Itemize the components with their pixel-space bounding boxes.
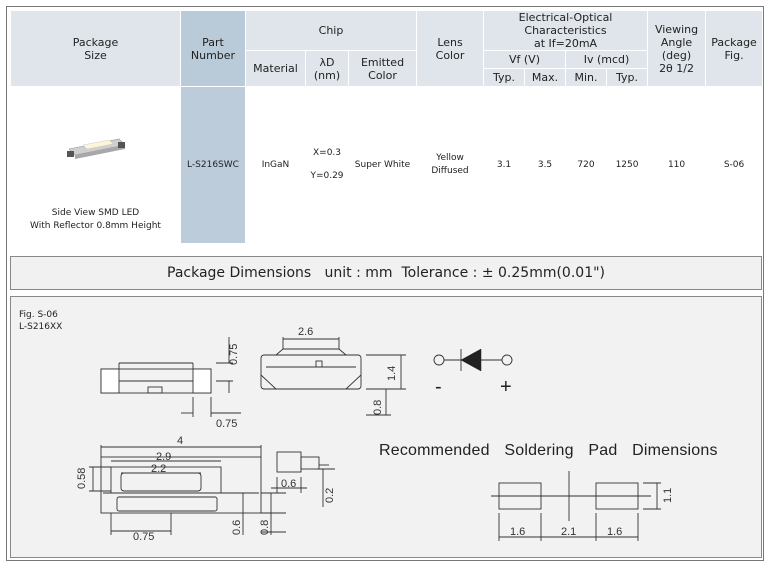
dim-side-075-h: 0.75 [216,418,237,430]
package-fig-cell: S-06 [705,86,764,244]
package-dimensions-title: Package Dimensions unit : mm Tolerance :… [10,256,762,290]
dim-end-06: 0.6 [281,478,296,490]
polarity-plus: + [500,376,512,398]
dim-left-058: 0.58 [76,468,88,489]
vf-typ-cell: 3.1 [483,86,526,244]
fig-label: Fig. S-06 L-S216XX [19,310,63,332]
dim-width-4: 4 [177,435,183,447]
viewing-angle-cell: 110 [647,86,707,244]
header-iv-typ: Typ. [606,68,649,87]
dim-right-06: 0.6 [231,520,243,535]
material-cell: InGaN [245,86,306,244]
diode-triangle-icon [460,348,482,372]
header-iv: Iv (mcd) [565,50,649,69]
dim-end-02: 0.2 [324,488,336,503]
dim-width-29: 2.9 [156,451,171,463]
polarity-minus: - [435,376,442,398]
header-vf-max: Max. [524,68,567,87]
dim-pad-11: 1.1 [662,488,674,503]
iv-typ-cell: 1250 [606,86,649,244]
package-drawing: Fig. S-06 L-S216XX [10,296,762,558]
dim-pad-16a: 1.6 [510,526,525,538]
dim-side-075-v: 0.75 [228,344,240,365]
header-lambda-d: λD(nm) [305,50,349,87]
header-vf: Vf (V) [483,50,567,69]
recommended-pad-title: Recommended Soldering Pad Dimensions [379,442,718,459]
dim-pad-21: 2.1 [561,526,576,538]
dim-height-08: 0.8 [372,400,384,415]
header-vf-typ: Typ. [483,68,526,87]
dimension-drawing: 2.6 0.75 0.75 1.4 0.8 4 2.9 2.2 0.58 0.7… [76,326,674,543]
dim-right-08: 0.8 [259,520,271,535]
header-material: Material [245,50,306,87]
dim-bottom-075: 0.75 [133,531,154,543]
iv-min-cell: 720 [565,86,608,244]
header-iv-min: Min. [565,68,608,87]
dim-height-14: 1.4 [386,366,398,381]
header-chip: Chip [244,10,418,51]
dim-width-22: 2.2 [151,463,166,475]
vf-max-cell: 3.5 [524,86,567,244]
dim-top-width: 2.6 [298,326,313,338]
dim-pad-16b: 1.6 [607,526,622,538]
emitted-color-cell: Super White [347,86,418,244]
led-package-image [66,138,126,159]
part-number-cell: L-S216SWC [180,86,246,244]
